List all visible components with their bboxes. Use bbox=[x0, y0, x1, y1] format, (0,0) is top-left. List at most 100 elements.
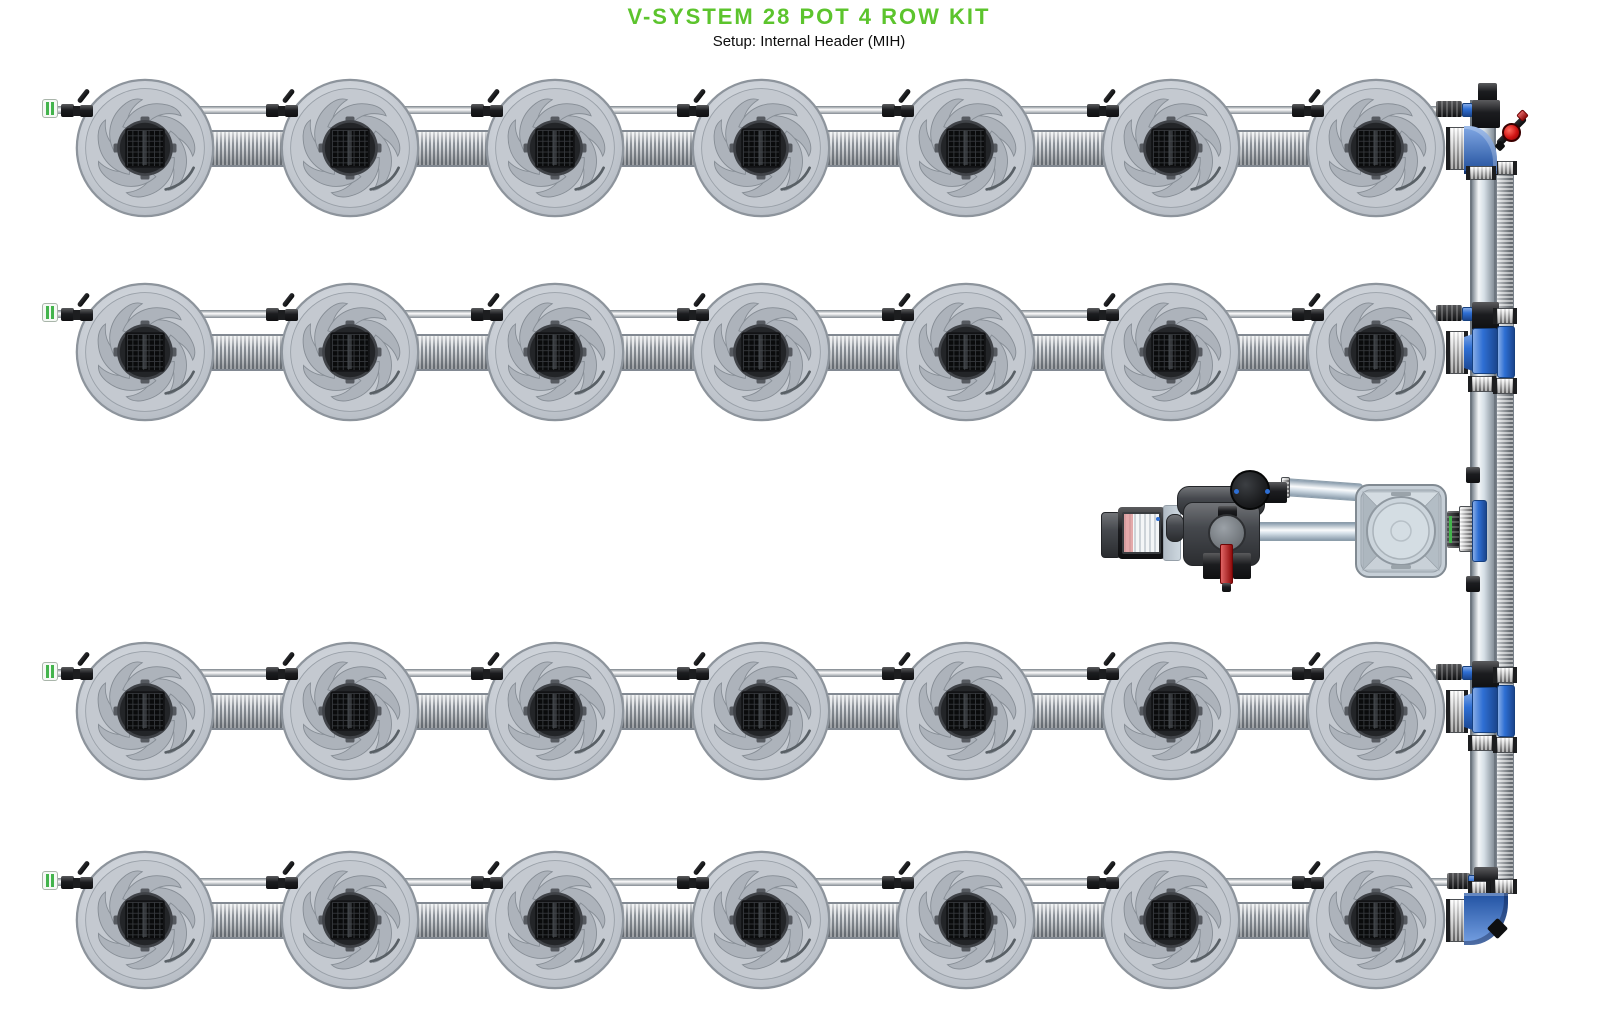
controller-panel bbox=[1122, 512, 1161, 554]
header-coupling-row-4 bbox=[1468, 881, 1490, 895]
return-coupling-bot-row-2 bbox=[1493, 378, 1517, 394]
pump-drain-stem bbox=[1222, 583, 1231, 592]
valve-wheel-icon bbox=[1502, 123, 1521, 142]
knob-screw-icon-1 bbox=[1234, 489, 1239, 494]
pot-feed-valve-row-2-7 bbox=[1292, 292, 1330, 326]
valve-body-icon bbox=[80, 877, 93, 889]
pot-feed-valve-row-1-5 bbox=[881, 88, 920, 122]
pot-feed-valve-row-3-2 bbox=[266, 651, 304, 685]
pump-left-joint bbox=[1166, 514, 1184, 542]
valve-body-icon bbox=[695, 105, 709, 117]
header-tee-row-1 bbox=[1472, 100, 1500, 128]
valve-clamp-icon bbox=[676, 104, 690, 117]
return-pipe-top-coupling bbox=[1494, 161, 1517, 175]
pot-feed-valve-row-4-3 bbox=[471, 860, 509, 894]
valve-body-icon bbox=[1106, 668, 1119, 680]
controller-led-icon bbox=[1156, 517, 1160, 521]
pot-feed-valve-row-2-5 bbox=[881, 292, 920, 326]
valve-body-icon bbox=[695, 877, 709, 889]
end-cap-row-2 bbox=[42, 303, 58, 322]
pot-feed-valve-row-1-3 bbox=[471, 88, 509, 122]
pot-feed-valve-row-1-7 bbox=[1292, 88, 1330, 122]
valve-clamp-icon bbox=[471, 104, 485, 117]
valve-body-icon bbox=[900, 309, 914, 321]
valve-body-icon bbox=[1311, 668, 1325, 680]
header-coupling-row-1 bbox=[1466, 166, 1496, 180]
blue-sleeve-return-row-3 bbox=[1497, 685, 1515, 737]
blue-sleeve-header-row-2 bbox=[1472, 328, 1498, 374]
reservoir-tank-graphic bbox=[1355, 484, 1447, 578]
pot-feed-valve-row-3-3 bbox=[471, 651, 509, 685]
valve-clamp-icon bbox=[1087, 667, 1100, 680]
pot-feed-valve-row-2-2 bbox=[266, 292, 304, 326]
valve-body-icon bbox=[80, 309, 93, 321]
header-clamp-top bbox=[1466, 467, 1480, 483]
feed-fitting-row-1 bbox=[1436, 101, 1462, 117]
valve-body-icon bbox=[1311, 877, 1325, 889]
pot-feed-valve-row-3-5 bbox=[881, 651, 920, 685]
valve-clamp-icon bbox=[881, 308, 895, 321]
blue-sleeve-header-row-3 bbox=[1472, 687, 1498, 733]
blue-sleeve-return-row-2 bbox=[1497, 326, 1515, 378]
knob-screw-icon-2 bbox=[1265, 489, 1270, 494]
pot-feed-valve-row-2-6 bbox=[1087, 292, 1125, 326]
valve-clamp-icon bbox=[676, 667, 690, 680]
valve-body-icon bbox=[695, 309, 709, 321]
pot-feed-valve-row-1-4 bbox=[676, 88, 715, 122]
end-cap-row-3 bbox=[42, 662, 58, 681]
pot-feed-valve-row-2-3 bbox=[471, 292, 509, 326]
row-pipe-row-4-seg5 bbox=[1020, 902, 1116, 939]
pump-to-tank-bottom-pipe bbox=[1248, 522, 1360, 541]
feed-fitting-row-4 bbox=[1447, 873, 1470, 889]
valve-body-icon bbox=[695, 668, 709, 680]
header-clamp-bottom bbox=[1466, 576, 1480, 592]
valve-clamp-icon bbox=[1292, 876, 1306, 889]
blue-elbow-row-4 bbox=[1464, 893, 1508, 945]
valve-body-icon bbox=[490, 309, 504, 321]
return-coupling-top-row-3 bbox=[1493, 667, 1517, 683]
valve-clamp-icon bbox=[61, 308, 74, 321]
valve-clamp-icon bbox=[1292, 667, 1306, 680]
valve-clamp-icon bbox=[881, 876, 895, 889]
diagram-header: V-SYSTEM 28 POT 4 ROW KIT Setup: Interna… bbox=[0, 4, 1618, 50]
valve-body-icon bbox=[285, 668, 299, 680]
end-cap-row-4 bbox=[42, 871, 58, 890]
pump-valve-black-knob bbox=[1230, 470, 1270, 510]
valve-clamp-icon bbox=[471, 876, 485, 889]
pot-feed-valve-row-1-1 bbox=[61, 88, 99, 122]
row-pipe-row-1-seg5 bbox=[1020, 130, 1116, 167]
pot-feed-valve-row-4-6 bbox=[1087, 860, 1125, 894]
row-pipe-row-4-seg3 bbox=[610, 902, 706, 939]
valve-clamp-icon bbox=[1087, 104, 1100, 117]
end-cap-row-1 bbox=[42, 99, 58, 118]
valve-clamp-icon bbox=[676, 308, 690, 321]
reservoir-tank bbox=[1355, 484, 1447, 578]
pump-gray-knob-cap bbox=[1218, 506, 1237, 517]
pot-feed-valve-row-3-7 bbox=[1292, 651, 1330, 685]
row-pipe-row-1-seg3 bbox=[610, 130, 706, 167]
header-top-cap bbox=[1478, 83, 1497, 102]
valve-body-icon bbox=[1106, 309, 1119, 321]
tank-fitting-green-band bbox=[1449, 516, 1452, 543]
valve-clamp-icon bbox=[1087, 308, 1100, 321]
valve-body-icon bbox=[285, 105, 299, 117]
valve-body-icon bbox=[285, 309, 299, 321]
header-pipe-vertical bbox=[1470, 100, 1496, 894]
pot-feed-valve-row-1-2 bbox=[266, 88, 304, 122]
valve-body-icon bbox=[490, 105, 504, 117]
valve-body-icon bbox=[900, 668, 914, 680]
row-pipe-row-4-seg6 bbox=[1226, 902, 1322, 939]
feed-fitting-row-3 bbox=[1436, 664, 1462, 680]
pot-feed-valve-row-4-2 bbox=[266, 860, 304, 894]
valve-clamp-icon bbox=[1292, 308, 1306, 321]
pot-feed-valve-row-1-6 bbox=[1087, 88, 1125, 122]
valve-clamp-icon bbox=[266, 667, 280, 680]
valve-body-icon bbox=[1106, 105, 1119, 117]
return-pipe-vertical bbox=[1496, 168, 1514, 893]
valve-clamp-icon bbox=[266, 104, 280, 117]
valve-clamp-icon bbox=[471, 308, 485, 321]
pump-and-reservoir-assembly bbox=[1095, 455, 1495, 600]
valve-body-icon bbox=[285, 877, 299, 889]
valve-body-icon bbox=[900, 105, 914, 117]
